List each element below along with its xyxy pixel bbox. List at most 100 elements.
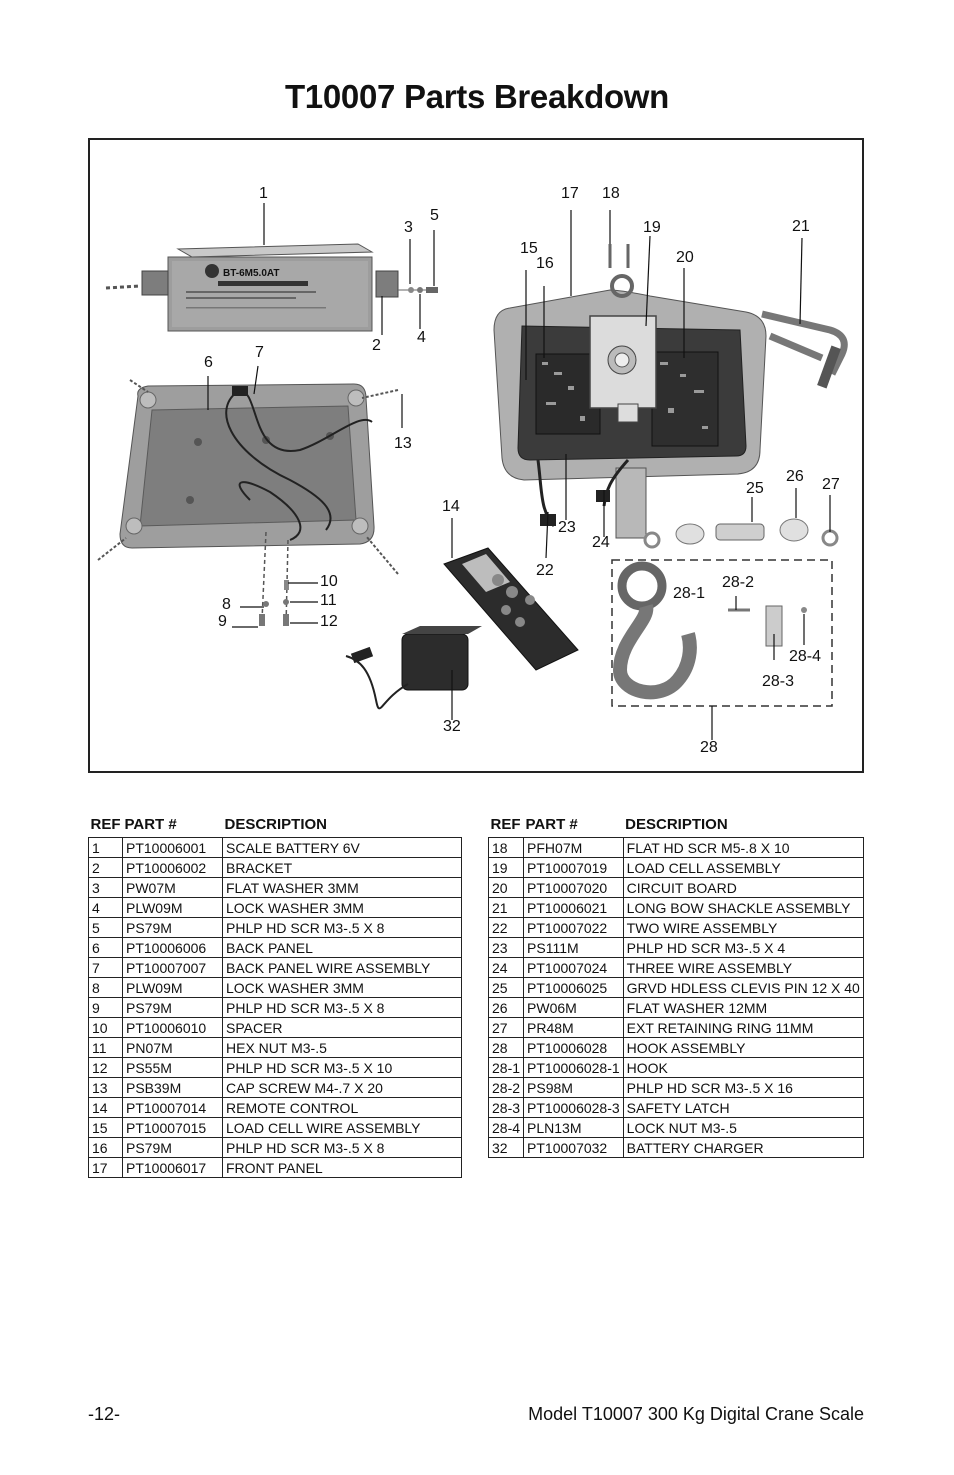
ref-cell: 2 xyxy=(88,857,123,878)
part-number-cell: PT10006006 xyxy=(122,937,223,958)
description-cell: PHLP HD SCR M3-.5 X 8 xyxy=(222,1137,462,1158)
description-cell: BACK PANEL xyxy=(222,937,462,958)
callout-16: 16 xyxy=(536,255,554,272)
callout-17: 17 xyxy=(561,185,579,202)
part-number-cell: PT10007020 xyxy=(523,877,624,898)
description-cell: PHLP HD SCR M3-.5 X 4 xyxy=(622,937,864,958)
description-cell: FRONT PANEL xyxy=(222,1157,462,1178)
description-cell: PHLP HD SCR M3-.5 X 8 xyxy=(222,997,462,1018)
part-number-cell: PS111M xyxy=(523,937,624,958)
ref-cell: 18 xyxy=(487,837,525,858)
part-number-cell: PN07M xyxy=(122,1037,223,1058)
ref-cell: 19 xyxy=(487,857,525,878)
part-number-cell: PS79M xyxy=(122,997,223,1018)
ref-cell: 8 xyxy=(88,977,123,998)
description-cell: HEX NUT M3-.5 xyxy=(222,1037,462,1058)
callout-26: 26 xyxy=(786,468,804,485)
back-panel-illustration xyxy=(97,379,399,627)
part-number-cell: PT10006028-3 xyxy=(523,1097,624,1118)
parts-diagram: BT-6M5.0AT xyxy=(88,138,864,773)
ref-cell: 16 xyxy=(88,1137,123,1158)
ref-cell: 17 xyxy=(88,1157,123,1178)
callout-28-1: 28-1 xyxy=(673,585,706,602)
ref-cell: 11 xyxy=(88,1037,123,1058)
ref-cell: 27 xyxy=(487,1017,525,1038)
ref-cell: 15 xyxy=(88,1117,123,1138)
ref-cell: 3 xyxy=(88,877,123,898)
part-number-cell: PSB39M xyxy=(122,1077,223,1098)
callout-12: 12 xyxy=(320,613,338,630)
description-cell: CAP SCREW M4-.7 X 20 xyxy=(222,1077,462,1098)
col-header-part: PART # xyxy=(525,815,578,833)
battery-label: BT-6M5.0AT xyxy=(223,268,280,279)
page-number: -12- xyxy=(88,1404,121,1424)
description-cell: SPACER xyxy=(222,1017,462,1038)
part-number-cell: PT10006001 xyxy=(122,837,223,858)
description-cell: REMOTE CONTROL xyxy=(222,1097,462,1118)
ref-cell: 4 xyxy=(88,897,123,918)
ref-cell: 28-2 xyxy=(487,1077,525,1098)
ref-cell: 14 xyxy=(88,1097,123,1118)
description-cell: EXT RETAINING RING 11MM xyxy=(622,1017,864,1038)
leader-lines xyxy=(207,203,831,740)
description-cell: PHLP HD SCR M3-.5 X 8 xyxy=(222,917,462,938)
part-number-cell: PT10007019 xyxy=(523,857,624,878)
part-number-cell: PT10006010 xyxy=(122,1017,223,1038)
description-cell: TWO WIRE ASSEMBLY xyxy=(622,917,864,938)
ref-cell: 20 xyxy=(487,877,525,898)
callout-1: 1 xyxy=(259,185,268,202)
callout-19: 19 xyxy=(643,219,661,236)
description-cell: BATTERY CHARGER xyxy=(622,1137,864,1158)
ref-cell: 24 xyxy=(487,957,525,978)
description-cell: FLAT WASHER 12MM xyxy=(622,997,864,1018)
part-number-cell: PR48M xyxy=(523,1017,624,1038)
ref-cell: 1 xyxy=(88,837,123,858)
description-cell: THREE WIRE ASSEMBLY xyxy=(622,957,864,978)
part-number-cell: PLW09M xyxy=(122,897,223,918)
callout-24: 24 xyxy=(592,534,610,551)
description-cell: LOCK WASHER 3MM xyxy=(222,897,462,918)
ref-cell: 21 xyxy=(487,897,525,918)
ref-cell: 28-4 xyxy=(487,1117,525,1138)
callout-28: 28 xyxy=(700,739,718,756)
callout-23: 23 xyxy=(558,519,576,536)
description-cell: LONG BOW SHACKLE ASSEMBLY xyxy=(622,897,864,918)
part-number-cell: PT10006025 xyxy=(523,977,624,998)
battery-illustration: BT-6M5.0AT xyxy=(105,243,438,332)
callout-6: 6 xyxy=(204,354,213,371)
description-cell: CIRCUIT BOARD xyxy=(622,877,864,898)
callout-5: 5 xyxy=(430,207,439,224)
part-number-cell: PLW09M xyxy=(122,977,223,998)
part-number-cell: PT10007015 xyxy=(122,1117,223,1138)
description-cell: PHLP HD SCR M3-.5 X 10 xyxy=(222,1057,462,1078)
callout-10: 10 xyxy=(320,573,338,590)
col-header-ref: REF xyxy=(90,815,121,833)
description-cell: LOCK WASHER 3MM xyxy=(222,977,462,998)
